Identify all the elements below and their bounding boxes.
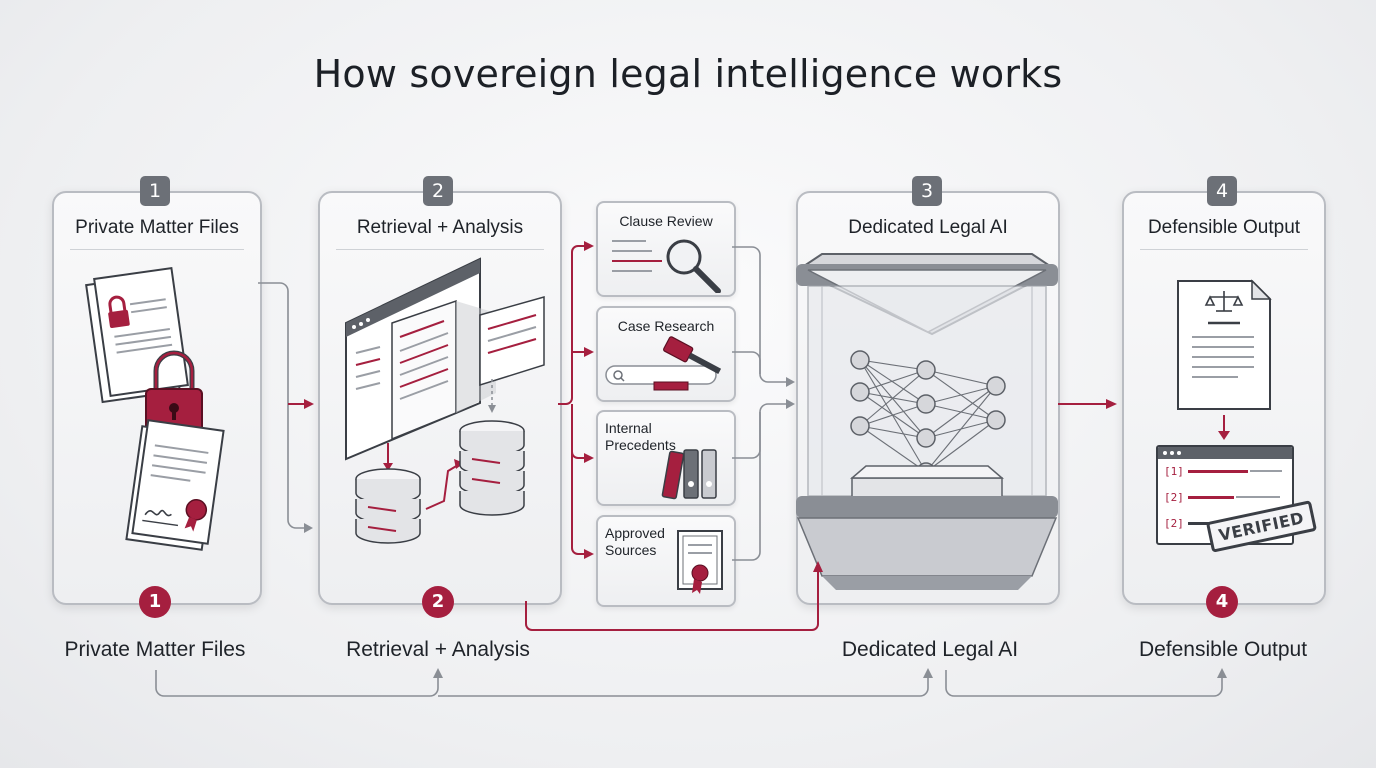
card-clause-review-label: Clause Review xyxy=(619,213,713,229)
neural-network-icon xyxy=(795,253,1058,590)
card-internal-precedents: Internal Precedents xyxy=(596,410,736,506)
card-approved-sources: Approved Sources xyxy=(596,515,736,607)
stage-2-title: Retrieval + Analysis xyxy=(356,217,524,238)
scales-icon xyxy=(1204,291,1244,312)
citation-2: [2] xyxy=(1164,491,1184,504)
retrieval-illustration xyxy=(345,257,545,544)
stage-4-bottom-label: Defensible Output xyxy=(1138,638,1308,661)
citation-line xyxy=(1250,470,1282,472)
stage-3-bottom-label: Dedicated Legal AI xyxy=(841,638,1019,661)
stage-1-number: 1 xyxy=(140,176,170,206)
server-stack-icon xyxy=(355,468,421,544)
stage-2-circle-number: 2 xyxy=(422,586,454,618)
stage-4-title: Defensible Output xyxy=(1147,217,1301,238)
card-approved-sources-label: Approved Sources xyxy=(605,525,665,558)
stage-3-title: Dedicated Legal AI xyxy=(848,217,1008,238)
binders-icon xyxy=(661,449,717,500)
stage-2-panel: Retrieval + Analysis xyxy=(318,191,562,605)
page-title: How sovereign legal intelligence works xyxy=(313,52,1063,96)
card-case-research-label: Case Research xyxy=(617,318,715,334)
browser-window-icon xyxy=(345,257,481,461)
locked-document xyxy=(85,267,189,404)
stage-3-number: 3 xyxy=(912,176,942,206)
citation-line xyxy=(1188,470,1248,473)
magnifier-icon xyxy=(612,239,721,293)
card-clause-review: Clause Review xyxy=(596,201,736,297)
legal-document-icon xyxy=(1177,279,1272,410)
stage-4-circle-number: 4 xyxy=(1206,586,1238,618)
locked-documents-icon xyxy=(85,267,225,551)
citation-line xyxy=(1236,496,1280,498)
floating-document xyxy=(479,296,545,387)
card-internal-precedents-label: Internal Precedents xyxy=(605,420,676,453)
stage-1-title: Private Matter Files xyxy=(75,217,239,238)
divider xyxy=(1140,249,1308,250)
gavel-icon xyxy=(605,336,722,391)
divider xyxy=(336,249,544,250)
citation-3: [2] xyxy=(1164,517,1184,530)
divider xyxy=(70,249,244,250)
stage-2-number: 2 xyxy=(423,176,453,206)
window-titlebar xyxy=(1158,447,1292,459)
arrow-down-icon xyxy=(1218,415,1230,440)
certificate-icon xyxy=(677,530,723,594)
stage-1-panel: Private Matter Files xyxy=(52,191,262,605)
stage-4-panel: Defensible Output [1] [2] [2] VERIF xyxy=(1122,191,1326,605)
server-stack-icon xyxy=(459,420,525,516)
sealed-document xyxy=(125,419,225,551)
stage-1-bottom-label: Private Matter Files xyxy=(64,638,246,661)
citation-line xyxy=(1188,496,1234,499)
stage-1-circle-number: 1 xyxy=(139,586,171,618)
stage-4-number: 4 xyxy=(1207,176,1237,206)
card-case-research: Case Research xyxy=(596,306,736,402)
citation-1: [1] xyxy=(1164,465,1184,478)
stage-2-bottom-label: Retrieval + Analysis xyxy=(346,638,530,661)
